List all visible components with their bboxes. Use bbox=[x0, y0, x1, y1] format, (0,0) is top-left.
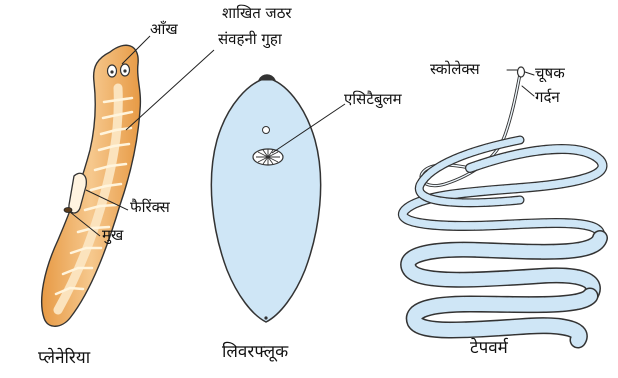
genital-pore bbox=[263, 127, 270, 134]
label-branched-gut-line1: शाखित जठर bbox=[222, 6, 292, 21]
tapeworm-drawing bbox=[403, 67, 603, 340]
label-branched-gut-line2: संवहनी गुहा bbox=[218, 32, 282, 47]
neck-pointer bbox=[522, 86, 534, 96]
label-eye: आँख bbox=[150, 22, 178, 37]
planaria-body bbox=[42, 45, 141, 326]
acetabulum bbox=[253, 149, 283, 165]
planaria-drawing bbox=[42, 36, 214, 326]
tapeworm-strobila bbox=[403, 140, 603, 340]
label-scolex: स्कोलेक्स bbox=[430, 62, 480, 77]
label-pharynx: फैरिंक्स bbox=[130, 200, 170, 215]
tapeworm-scolex bbox=[518, 67, 525, 77]
liverfluke-drawing bbox=[211, 75, 345, 322]
label-neck: गर्दन bbox=[535, 90, 560, 105]
caption-liverfluke: लिवरफ्लूक bbox=[222, 344, 288, 361]
oral-sucker bbox=[259, 75, 275, 80]
caption-tapeworm: टेपवर्म bbox=[470, 340, 508, 357]
planaria-mouth bbox=[64, 208, 72, 213]
caption-planaria: प्लेनेरिया bbox=[38, 350, 90, 367]
liverfluke-body bbox=[211, 78, 320, 322]
label-acetabulum: एसिटैबुलम bbox=[344, 92, 402, 107]
label-mouth: मुख bbox=[102, 228, 123, 243]
label-sucker: चूषक bbox=[535, 66, 565, 81]
sucker-pointer bbox=[525, 72, 534, 75]
